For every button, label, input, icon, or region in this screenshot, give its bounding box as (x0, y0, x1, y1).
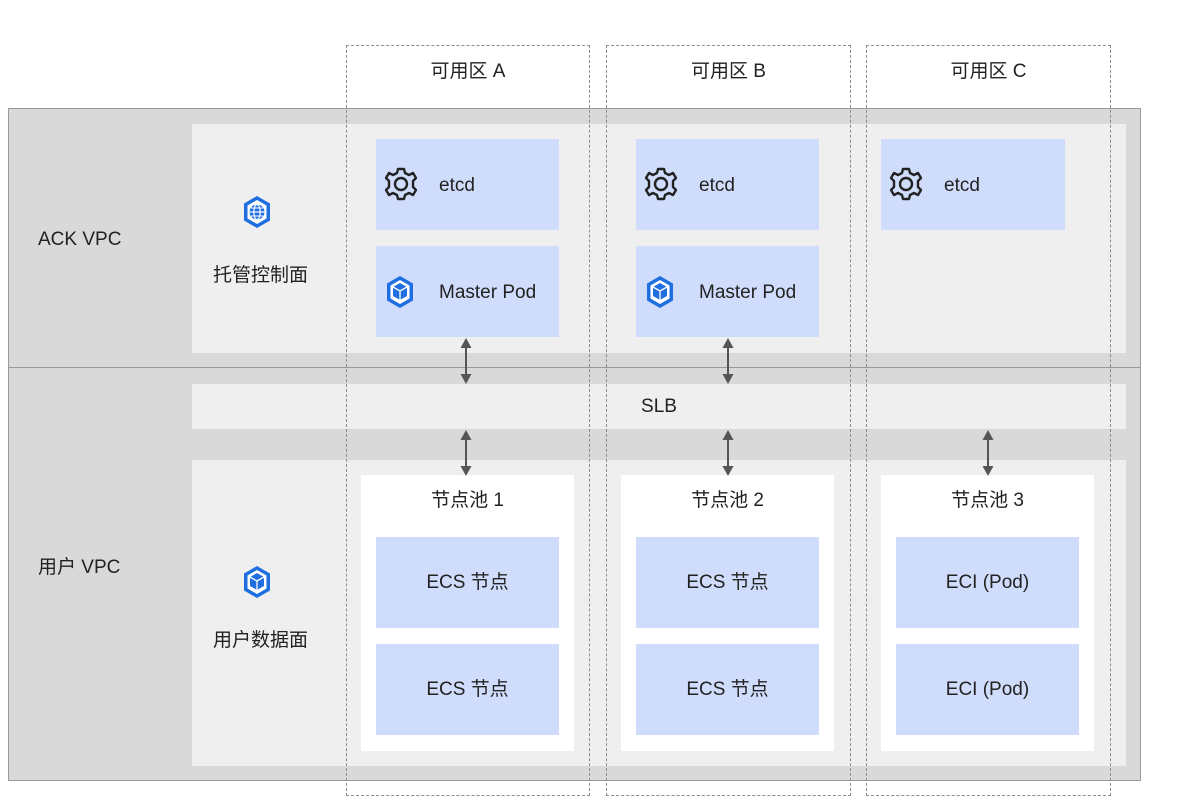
hexagon-cube-icon (385, 275, 415, 309)
bidirectional-arrow (458, 338, 474, 384)
zone-label-c: 可用区 C (950, 60, 1027, 82)
node-box: ECS 节点 (636, 644, 819, 735)
bidirectional-arrow (720, 430, 736, 476)
bidirectional-arrow (720, 338, 736, 384)
control-plane-label: 托管控制面 (213, 265, 309, 286)
gear-icon (644, 167, 678, 201)
node-box: ECI (Pod) (896, 644, 1079, 735)
node-box: ECS 节点 (376, 537, 559, 628)
ack-vpc-label: ACK VPC (38, 229, 122, 250)
zone-label-a: 可用区 A (430, 60, 506, 82)
etcd-box-a: etcd (376, 139, 559, 230)
etcd-label: etcd (699, 175, 735, 196)
bidirectional-arrow (980, 430, 996, 476)
node-pool-2: 节点池 2 ECS 节点 ECS 节点 (621, 475, 834, 751)
etcd-box-b: etcd (636, 139, 819, 230)
gear-icon (384, 167, 418, 201)
node-box: ECS 节点 (636, 537, 819, 628)
node-pool-title: 节点池 3 (951, 489, 1024, 511)
master-pod-label: Master Pod (439, 282, 537, 303)
user-vpc-label: 用户 VPC (38, 557, 121, 578)
master-pod-label: Master Pod (699, 282, 797, 303)
control-plane-icon (242, 195, 272, 234)
data-plane-label: 用户数据面 (213, 630, 309, 651)
data-plane-icon (242, 565, 272, 604)
etcd-box-c: etcd (881, 139, 1065, 230)
master-pod-box-b: Master Pod (636, 246, 819, 337)
gear-icon (889, 167, 923, 201)
node-box: ECS 节点 (376, 644, 559, 735)
node-pool-1: 节点池 1 ECS 节点 ECS 节点 (361, 475, 574, 751)
availability-zone-c (866, 45, 1111, 796)
node-pool-title: 节点池 2 (691, 489, 764, 511)
node-pool-3: 节点池 3 ECI (Pod) ECI (Pod) (881, 475, 1094, 751)
availability-zone-b (606, 45, 851, 796)
slb-bar: SLB (192, 384, 1126, 429)
availability-zone-a (346, 45, 590, 796)
etcd-label: etcd (439, 175, 475, 196)
node-pool-title: 节点池 1 (431, 489, 504, 511)
hexagon-cube-icon (645, 275, 675, 309)
etcd-label: etcd (944, 175, 980, 196)
zone-label-b: 可用区 B (691, 60, 766, 82)
bidirectional-arrow (458, 430, 474, 476)
master-pod-box-a: Master Pod (376, 246, 559, 337)
node-box: ECI (Pod) (896, 537, 1079, 628)
